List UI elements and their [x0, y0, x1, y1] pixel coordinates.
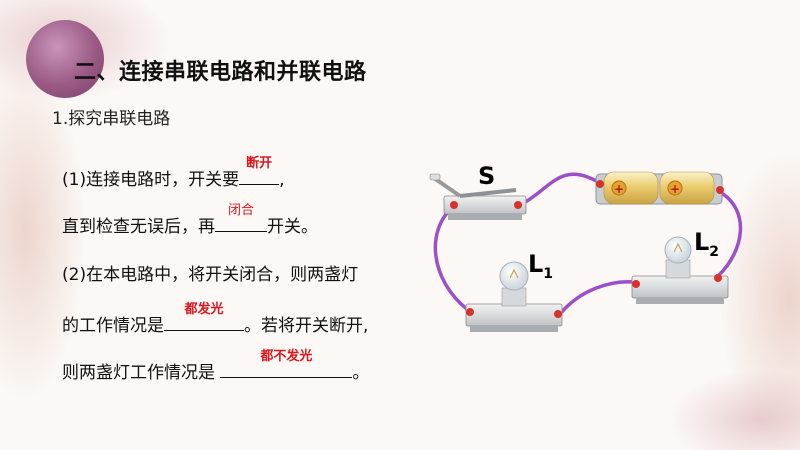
series-circuit-diagram: + + S L1 L2	[420, 150, 750, 350]
lamp2-terminal-right	[714, 274, 722, 282]
lamp1-terminal-left	[466, 308, 474, 316]
answer-blank-3: 都发光	[164, 302, 244, 331]
answer-2: 闭合	[227, 203, 254, 218]
switch	[429, 173, 527, 220]
answer-blank-1: 断开	[239, 156, 280, 185]
battery-plus-symbol-1: +	[614, 182, 624, 196]
lamp1-label: L1	[528, 250, 554, 282]
battery-terminal-left	[596, 180, 604, 188]
subsection-title: 1.探究串联电路	[52, 109, 171, 129]
battery-pack: + +	[595, 171, 724, 205]
lamp1-terminal-right	[554, 310, 562, 318]
question-1-line-1: (1)连接电路时，开关要断开,	[62, 156, 285, 190]
battery-terminal-right	[716, 186, 724, 194]
wires	[433, 172, 743, 316]
circuit-svg: + +	[429, 171, 743, 332]
answer-3: 都发光	[184, 302, 224, 317]
question-1-line-2: 直到检查无误后，再闭合开关。	[62, 203, 318, 237]
lamp2-label: L2	[694, 228, 720, 260]
wire-battery-to-lamp2	[716, 190, 743, 278]
switch-label: S	[478, 162, 496, 190]
lamp-2	[631, 236, 729, 304]
question-3-line: 则两盏灯工作情况是 都不发光。	[62, 349, 369, 383]
answer-blank-2: 闭合	[215, 203, 267, 232]
lamp2-terminal-left	[632, 280, 640, 288]
answer-blank-4: 都不发光	[220, 349, 353, 378]
switch-terminal-right	[514, 201, 522, 209]
wire-switch-to-battery	[518, 172, 600, 207]
lamp-1	[465, 261, 563, 332]
question-2-line-2: 的工作情况是都发光。若将开关断开,	[62, 302, 368, 336]
answer-1: 断开	[246, 156, 273, 171]
question-2-line-1: (2)在本电路中，将开关闭合，则两盏灯	[62, 265, 359, 285]
title-decoration-circle	[26, 20, 104, 98]
wire-lamp1-to-switch	[433, 204, 470, 312]
wire-lamp2-to-lamp1	[558, 280, 637, 316]
section-title: 二、连接串联电路和并联电路	[74, 60, 367, 85]
battery-plus-symbol-2: +	[670, 182, 680, 196]
switch-terminal-left	[450, 201, 458, 209]
answer-4: 都不发光	[260, 349, 313, 364]
